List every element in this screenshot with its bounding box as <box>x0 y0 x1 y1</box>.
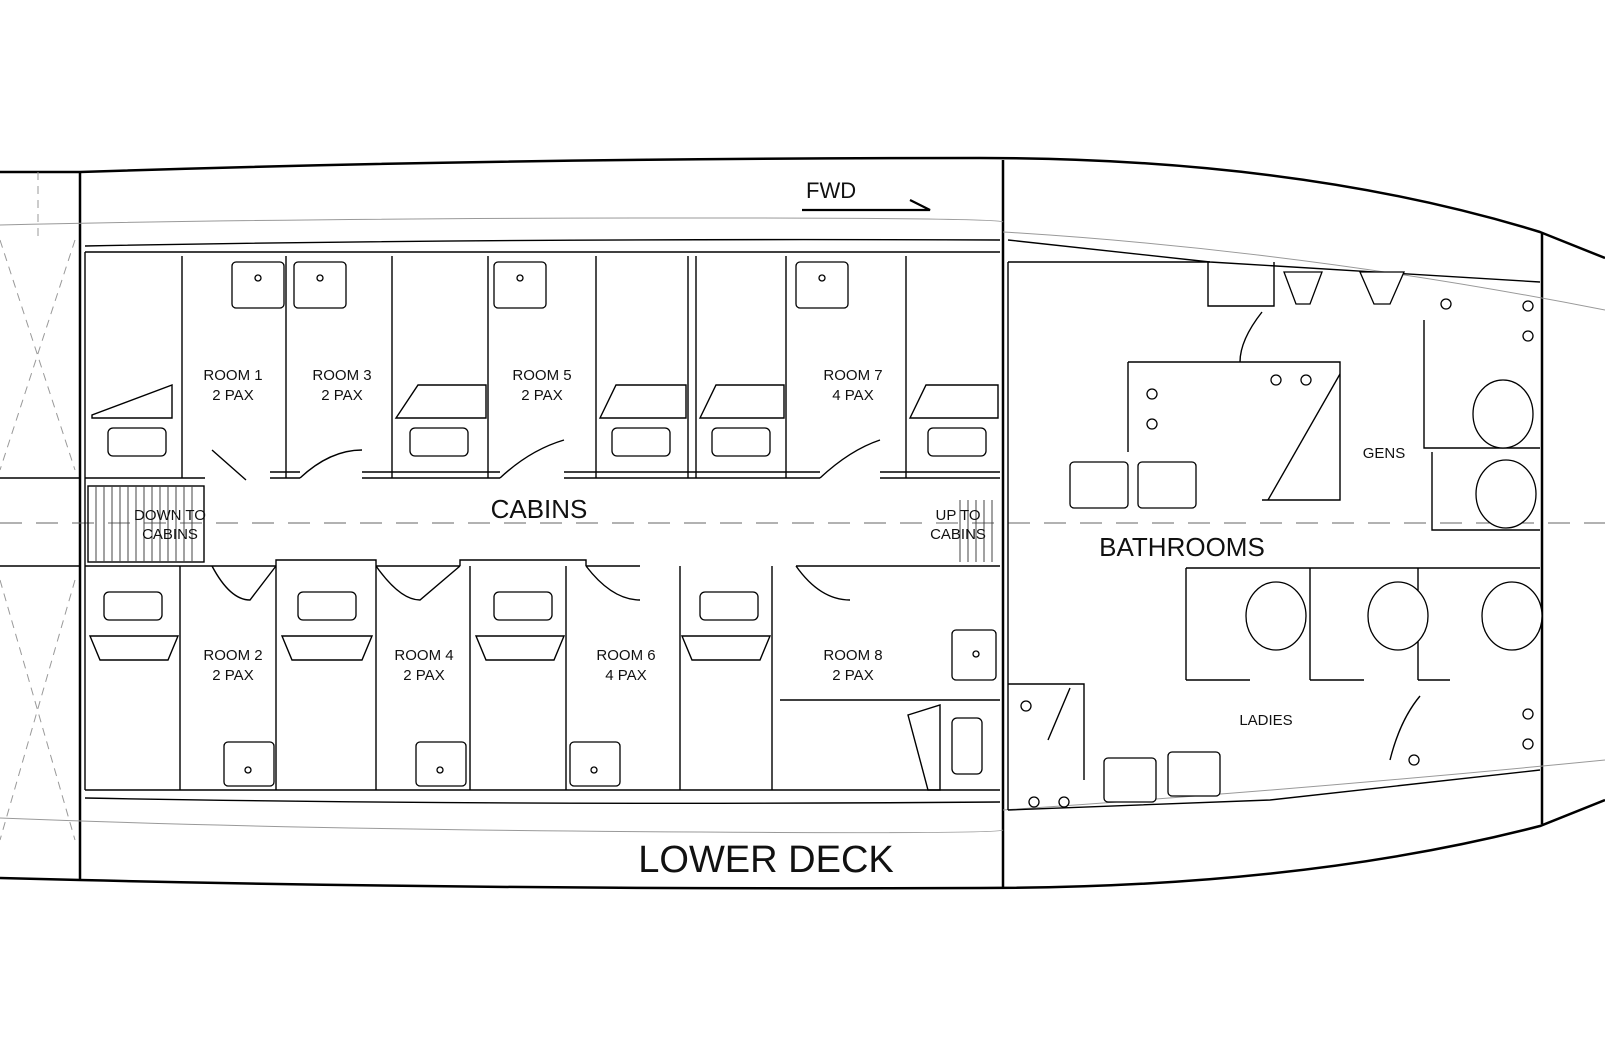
deck-title: LOWER DECK <box>638 839 893 881</box>
stairs-down <box>87 485 205 563</box>
stairs-up <box>959 500 993 562</box>
cabin-walls <box>84 238 1001 805</box>
room-3-pax: 2 PAX <box>321 387 362 404</box>
stairs-down-line1: DOWN TO <box>134 507 206 524</box>
hull-outline <box>0 156 1605 890</box>
room-5-pax: 2 PAX <box>521 387 562 404</box>
sinks <box>223 261 997 787</box>
ladies-label: LADIES <box>1239 712 1292 729</box>
bathroom-walls <box>1007 239 1543 811</box>
stairs-down-line2: CABINS <box>142 526 198 543</box>
room-6-pax: 4 PAX <box>605 667 646 684</box>
room-8-name: ROOM 8 <box>823 647 882 664</box>
fwd-arrow <box>802 199 931 212</box>
room-2-name: ROOM 2 <box>203 647 262 664</box>
cabins-label: CABINS <box>491 494 588 524</box>
room-6-name: ROOM 6 <box>596 647 655 664</box>
doors <box>211 439 881 601</box>
gens-label: GENS <box>1363 445 1406 462</box>
beds-bottom <box>88 591 983 791</box>
room-5-name: ROOM 5 <box>512 367 571 384</box>
room-4-name: ROOM 4 <box>394 647 453 664</box>
room-2-pax: 2 PAX <box>212 667 253 684</box>
room-3-name: ROOM 3 <box>312 367 371 384</box>
stairs-up-line2: CABINS <box>930 526 986 543</box>
room-4-pax: 2 PAX <box>403 667 444 684</box>
bathrooms-label: BATHROOMS <box>1099 532 1265 562</box>
beds-top <box>91 383 999 457</box>
room-7-pax: 4 PAX <box>832 387 873 404</box>
room-1-name: ROOM 1 <box>203 367 262 384</box>
room-8-pax: 2 PAX <box>832 667 873 684</box>
room-7-name: ROOM 7 <box>823 367 882 384</box>
fwd-label: FWD <box>806 178 856 203</box>
stairs-up-line1: UP TO <box>935 507 980 524</box>
room-1-pax: 2 PAX <box>212 387 253 404</box>
